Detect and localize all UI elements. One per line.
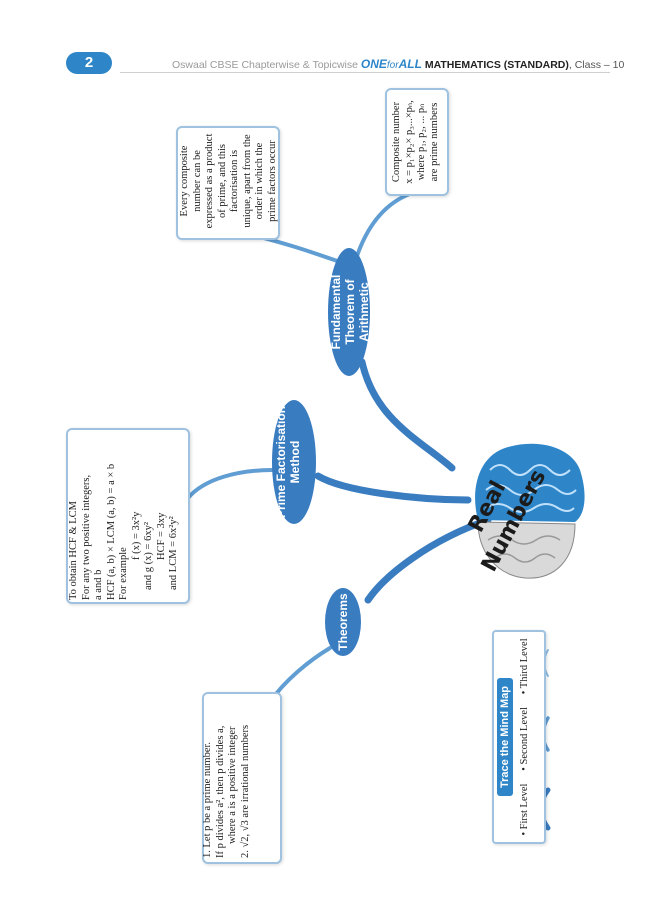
fundamental-line: prime factors occur — [266, 140, 278, 222]
hcf-lcm-text: To obtain HCF & LCM For any two positive… — [68, 428, 184, 600]
fundamental-definition-text: Every composite number can be expressed … — [179, 127, 278, 235]
fundamental-line: factorisation is — [229, 149, 240, 213]
theorems-box: 1. Let p be a prime number. If p divides… — [202, 692, 282, 864]
fundamental-label-line1: Fundamental — [329, 274, 343, 350]
fundamental-line: expressed as a product — [204, 133, 215, 229]
legend-second-level: • Second Level — [519, 707, 530, 771]
theorems-text: 1. Let p be a prime number. If p divides… — [202, 690, 278, 858]
legend-second-label: Second Level — [519, 707, 530, 765]
hcf-line: For example — [118, 547, 129, 600]
composite-number-text: Composite number x = p₁×p₂× p₃...×pₙ, wh… — [391, 90, 443, 194]
header-divider — [120, 72, 610, 73]
hcf-line: To obtain HCF & LCM — [68, 500, 79, 600]
connector-fundamental — [358, 358, 456, 472]
legend-first-level: • First Level — [519, 783, 530, 836]
connector-prime — [314, 472, 472, 504]
hcf-line: a and b — [93, 569, 104, 600]
fundamental-line: of prime, and this — [216, 143, 228, 219]
legend-first-label: First Level — [519, 783, 530, 830]
header-prefix: Oswaal CBSE Chapterwise & Topicwise — [172, 59, 358, 71]
hcf-line: For any two positive integers, — [80, 474, 92, 600]
legend-content: Trace the Mind Map • First Level • Secon… — [494, 632, 544, 842]
brand-one: ONE — [360, 57, 387, 71]
fundamental-line: order in which the — [254, 142, 265, 220]
legend-third-level: • Third Level — [519, 638, 530, 695]
node-fundamental — [328, 248, 370, 376]
prime-label-line1: Prime Factorisation — [274, 405, 288, 519]
node-theorems — [325, 588, 361, 656]
composite-line: where p₁, p₂, ... pₙ — [416, 103, 427, 181]
legend-third-label: Third Level — [519, 638, 530, 689]
composite-line: x = p₁×p₂× p₃...×pₙ, — [403, 100, 415, 184]
composite-line: Composite number — [391, 101, 402, 183]
node-label-theorems: Theorems — [336, 593, 350, 651]
fundamental-line: Every composite — [179, 145, 190, 217]
hcf-lcm-box: To obtain HCF & LCM For any two positive… — [66, 428, 190, 604]
prime-label-line2: Method — [288, 440, 302, 484]
connector-theorems — [364, 516, 492, 604]
node-prime — [272, 400, 316, 524]
header-subject: MATHEMATICS (STANDARD) — [424, 59, 569, 71]
node-label-fundamental: Fundamental Theorem of Arithmetic — [329, 249, 371, 375]
composite-number-box: Composite number x = p₁×p₂× p₃...×pₙ, wh… — [385, 88, 449, 196]
fundamental-label-line2: Theorem of Arithmetic — [343, 279, 371, 345]
hcf-line: f (x) = 3x²y — [130, 511, 142, 560]
theorem-line: If p divides a², then p divides a, — [214, 725, 226, 858]
fundamental-definition-box: Every composite number can be expressed … — [176, 126, 280, 240]
fundamental-line: unique, apart from the — [241, 134, 253, 228]
hcf-line: HCF (a, b) × LCM (a, b) = a × b — [105, 463, 117, 600]
connector-prime-box — [186, 468, 274, 500]
header-class: , Class – 10 — [568, 59, 625, 71]
running-header: Oswaal CBSE Chapterwise & Topicwise ONEf… — [172, 57, 624, 71]
fundamental-line: number can be — [191, 150, 203, 212]
hcf-line: HCF = 3xy — [155, 512, 167, 560]
theorem-line: 2. √2, √3 are irrational numbers — [239, 724, 251, 858]
theorem-line: where a is a positive integer — [227, 726, 238, 845]
legend-title: Trace the Mind Map — [497, 677, 513, 797]
node-label-prime: Prime Factorisation Method — [274, 402, 314, 522]
page-number-badge: 2 — [66, 52, 112, 74]
theorem-line: 1. Let p be a prime number. — [202, 741, 213, 858]
brain-icon — [475, 443, 585, 579]
composite-line: are prime numbers — [428, 102, 440, 182]
brand-all: ALL — [398, 57, 422, 71]
hcf-line: and LCM = 6x²y² — [168, 516, 179, 590]
legend-box: Trace the Mind Map • First Level • Secon… — [492, 630, 546, 844]
brand-for: for — [386, 60, 399, 71]
hcf-line: and g (x) = 6xy² — [143, 522, 154, 590]
